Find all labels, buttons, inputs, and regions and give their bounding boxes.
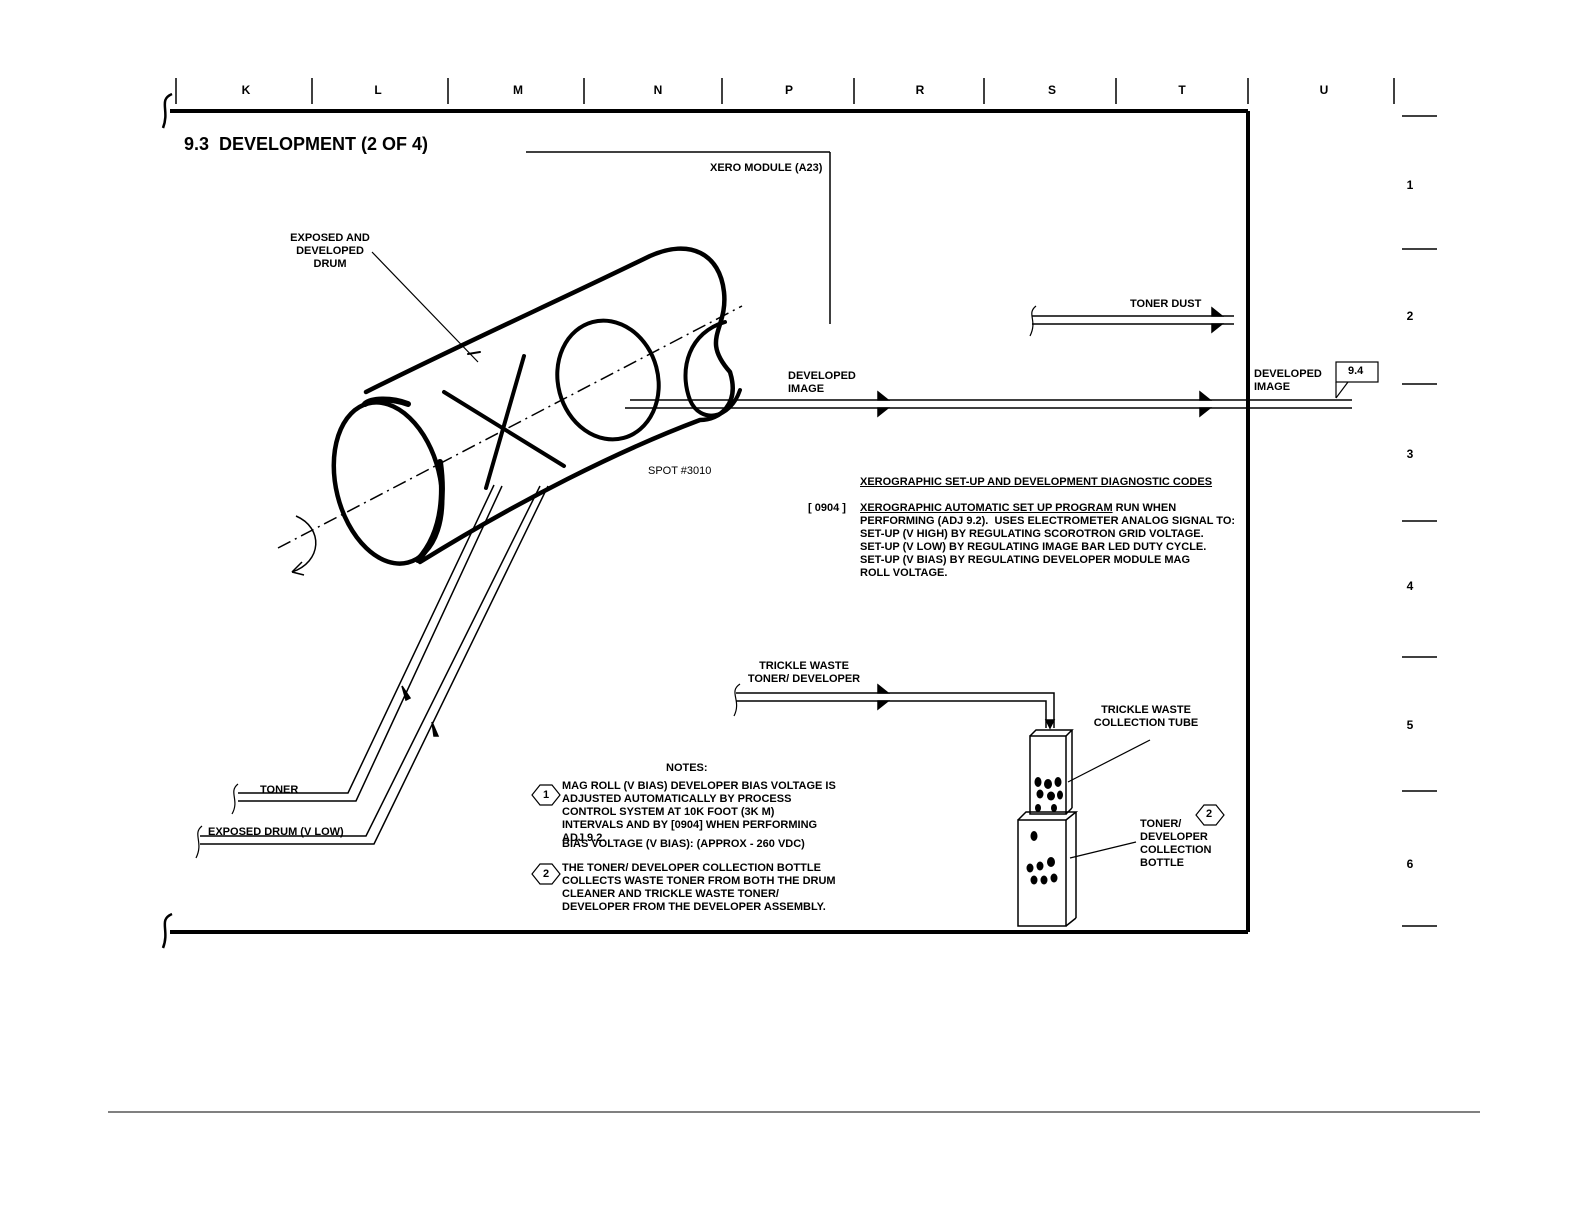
bottle-note-callout: 2	[1206, 808, 1213, 820]
grid-row-6: 6	[1406, 857, 1414, 871]
developed-image-label-left: DEVELOPED IMAGE	[788, 370, 856, 395]
grid-column-s: S	[1047, 83, 1056, 97]
note-2-number: 2	[543, 868, 550, 880]
trickle-waste-path	[733, 683, 1056, 730]
toner-particles	[1026, 777, 1063, 885]
diagram-frame	[170, 109, 1250, 934]
grid-column-t: T	[1178, 83, 1186, 97]
drum-label: EXPOSED AND DEVELOPED DRUM	[290, 232, 370, 270]
diagnostics-heading: XEROGRAPHIC SET-UP AND DEVELOPMENT DIAGN…	[860, 476, 1213, 488]
grid-row-3: 3	[1406, 447, 1414, 461]
grid-column-m: M	[513, 83, 523, 97]
toner-feed-lines	[195, 484, 549, 859]
developed-image-path	[625, 390, 1352, 418]
reference-box-label: 9.4	[1348, 365, 1364, 377]
grid-column-n: N	[653, 83, 663, 97]
grid-row-5: 5	[1406, 718, 1414, 732]
grid-row-2: 2	[1406, 309, 1414, 323]
grid-column-r: R	[915, 83, 925, 97]
note-2-text: THE TONER/ DEVELOPER COLLECTION BOTTLE C…	[562, 862, 836, 913]
note-1-extra: BIAS VOLTAGE (V BIAS): (APPROX - 260 VDC…	[562, 838, 805, 850]
xero-module-label: XERO MODULE (A23)	[710, 162, 823, 174]
toner-dust-path	[1029, 305, 1234, 337]
grid-column-l: L	[374, 83, 382, 97]
diagnostic-description: PERFORMING (ADJ 9.2). USES ELECTROMETER …	[860, 515, 1236, 579]
grid-column-k: K	[241, 83, 251, 97]
notes-heading: NOTES:	[666, 762, 708, 774]
grid-column-p: P	[784, 83, 793, 97]
diagnostic-program-name: XEROGRAPHIC AUTOMATIC SET UP PROGRAM	[860, 502, 1113, 514]
grid-row-1: 1	[1406, 178, 1414, 192]
grid-row-4: 4	[1406, 579, 1414, 593]
page-title: 9.3 DEVELOPMENT (2 OF 4)	[184, 134, 429, 154]
spot-label: SPOT #3010	[648, 465, 712, 477]
grid-ruler-right	[1402, 115, 1437, 927]
grid-column-u: U	[1319, 83, 1329, 97]
note-1-text: MAG ROLL (V BIAS) DEVELOPER BIAS VOLTAGE…	[562, 780, 836, 844]
exposed-drum-label: EXPOSED DRUM (V LOW)	[208, 826, 344, 838]
xero-module-boundary	[526, 151, 831, 324]
toner-dust-label: TONER DUST	[1130, 298, 1202, 310]
collection-bottle	[1017, 811, 1079, 927]
grid-ruler-top	[175, 78, 1395, 104]
diagnostic-first-line-rest: RUN WHEN	[1112, 502, 1177, 514]
toner-label: TONER	[260, 784, 299, 796]
note-1-number: 1	[543, 789, 550, 801]
trickle-waste-input-label: TRICKLE WASTE TONER/ DEVELOPER	[747, 660, 861, 685]
developed-image-label-right: DEVELOPED IMAGE	[1254, 368, 1322, 393]
diagnostic-code: [ 0904 ]	[808, 502, 846, 514]
diagnostic-first-line: XEROGRAPHIC AUTOMATIC SET UP PROGRAM RUN…	[860, 502, 1176, 515]
collection-bottle-label: TONER/ DEVELOPER COLLECTION BOTTLE	[1140, 818, 1212, 869]
collection-tube	[1029, 729, 1074, 815]
trickle-tube-label: TRICKLE WASTE COLLECTION TUBE	[1093, 704, 1199, 729]
drum-illustration	[331, 246, 742, 566]
